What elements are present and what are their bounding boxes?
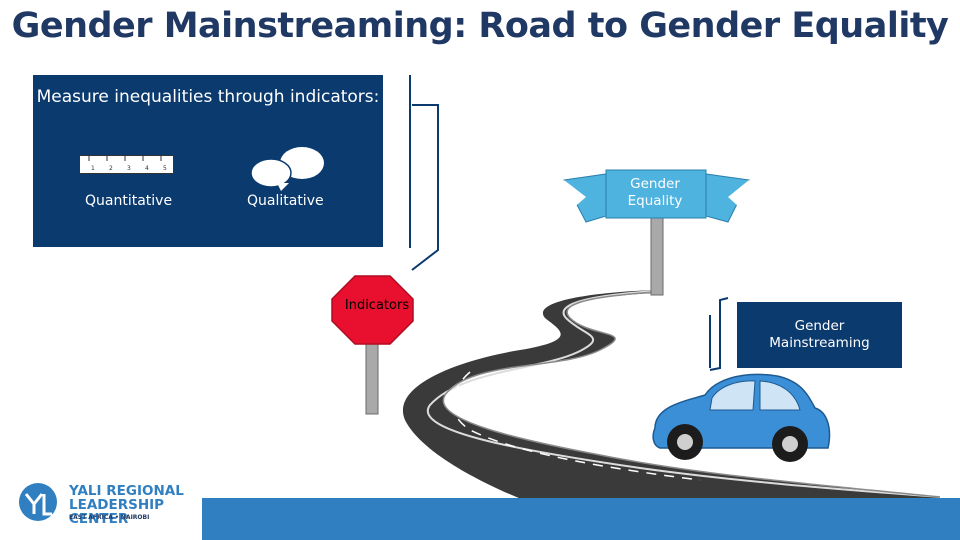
qualitative-label: Qualitative xyxy=(247,193,324,209)
bracket-left xyxy=(409,75,439,271)
panel-heading: Measure inequalities through indicators: xyxy=(36,87,380,107)
gender-mainstreaming-box: Gender Mainstreaming xyxy=(737,302,902,368)
winding-road xyxy=(402,290,941,540)
bracket-right xyxy=(709,297,729,371)
quantitative-label: Quantitative xyxy=(85,193,173,209)
gender-mainstreaming-text: Gender Mainstreaming xyxy=(769,318,870,351)
ruler-tick-5: 5 xyxy=(163,165,167,172)
goal-signpost xyxy=(563,169,750,296)
ruler-tick-1: 1 xyxy=(91,165,95,172)
indicators-stop-sign-text: Indicators xyxy=(344,298,410,313)
footer-bar xyxy=(202,498,960,540)
speech-bubbles-icon xyxy=(250,147,324,191)
yali-emblem-icon xyxy=(19,483,57,521)
slide-title: Gender Mainstreaming: Road to Gender Equ… xyxy=(11,6,949,46)
ruler-icon: 1 2 3 4 5 xyxy=(79,155,174,174)
gender-equality-banner-text: Gender Equality xyxy=(627,176,683,209)
ruler-tick-4: 4 xyxy=(145,165,149,172)
logo-location: EAST AFRICA • NAIROBI xyxy=(69,514,150,521)
indicators-panel: Measure inequalities through indicators:… xyxy=(33,75,383,247)
ruler-tick-2: 2 xyxy=(109,165,113,172)
logo-name: YALI REGIONAL LEADERSHIP CENTER xyxy=(69,483,184,527)
stop-signpost xyxy=(331,275,414,415)
ruler-tick-3: 3 xyxy=(127,165,131,172)
yali-logo: YALI REGIONAL LEADERSHIP CENTER EAST AFR… xyxy=(12,478,202,526)
car-illustration xyxy=(652,373,831,462)
